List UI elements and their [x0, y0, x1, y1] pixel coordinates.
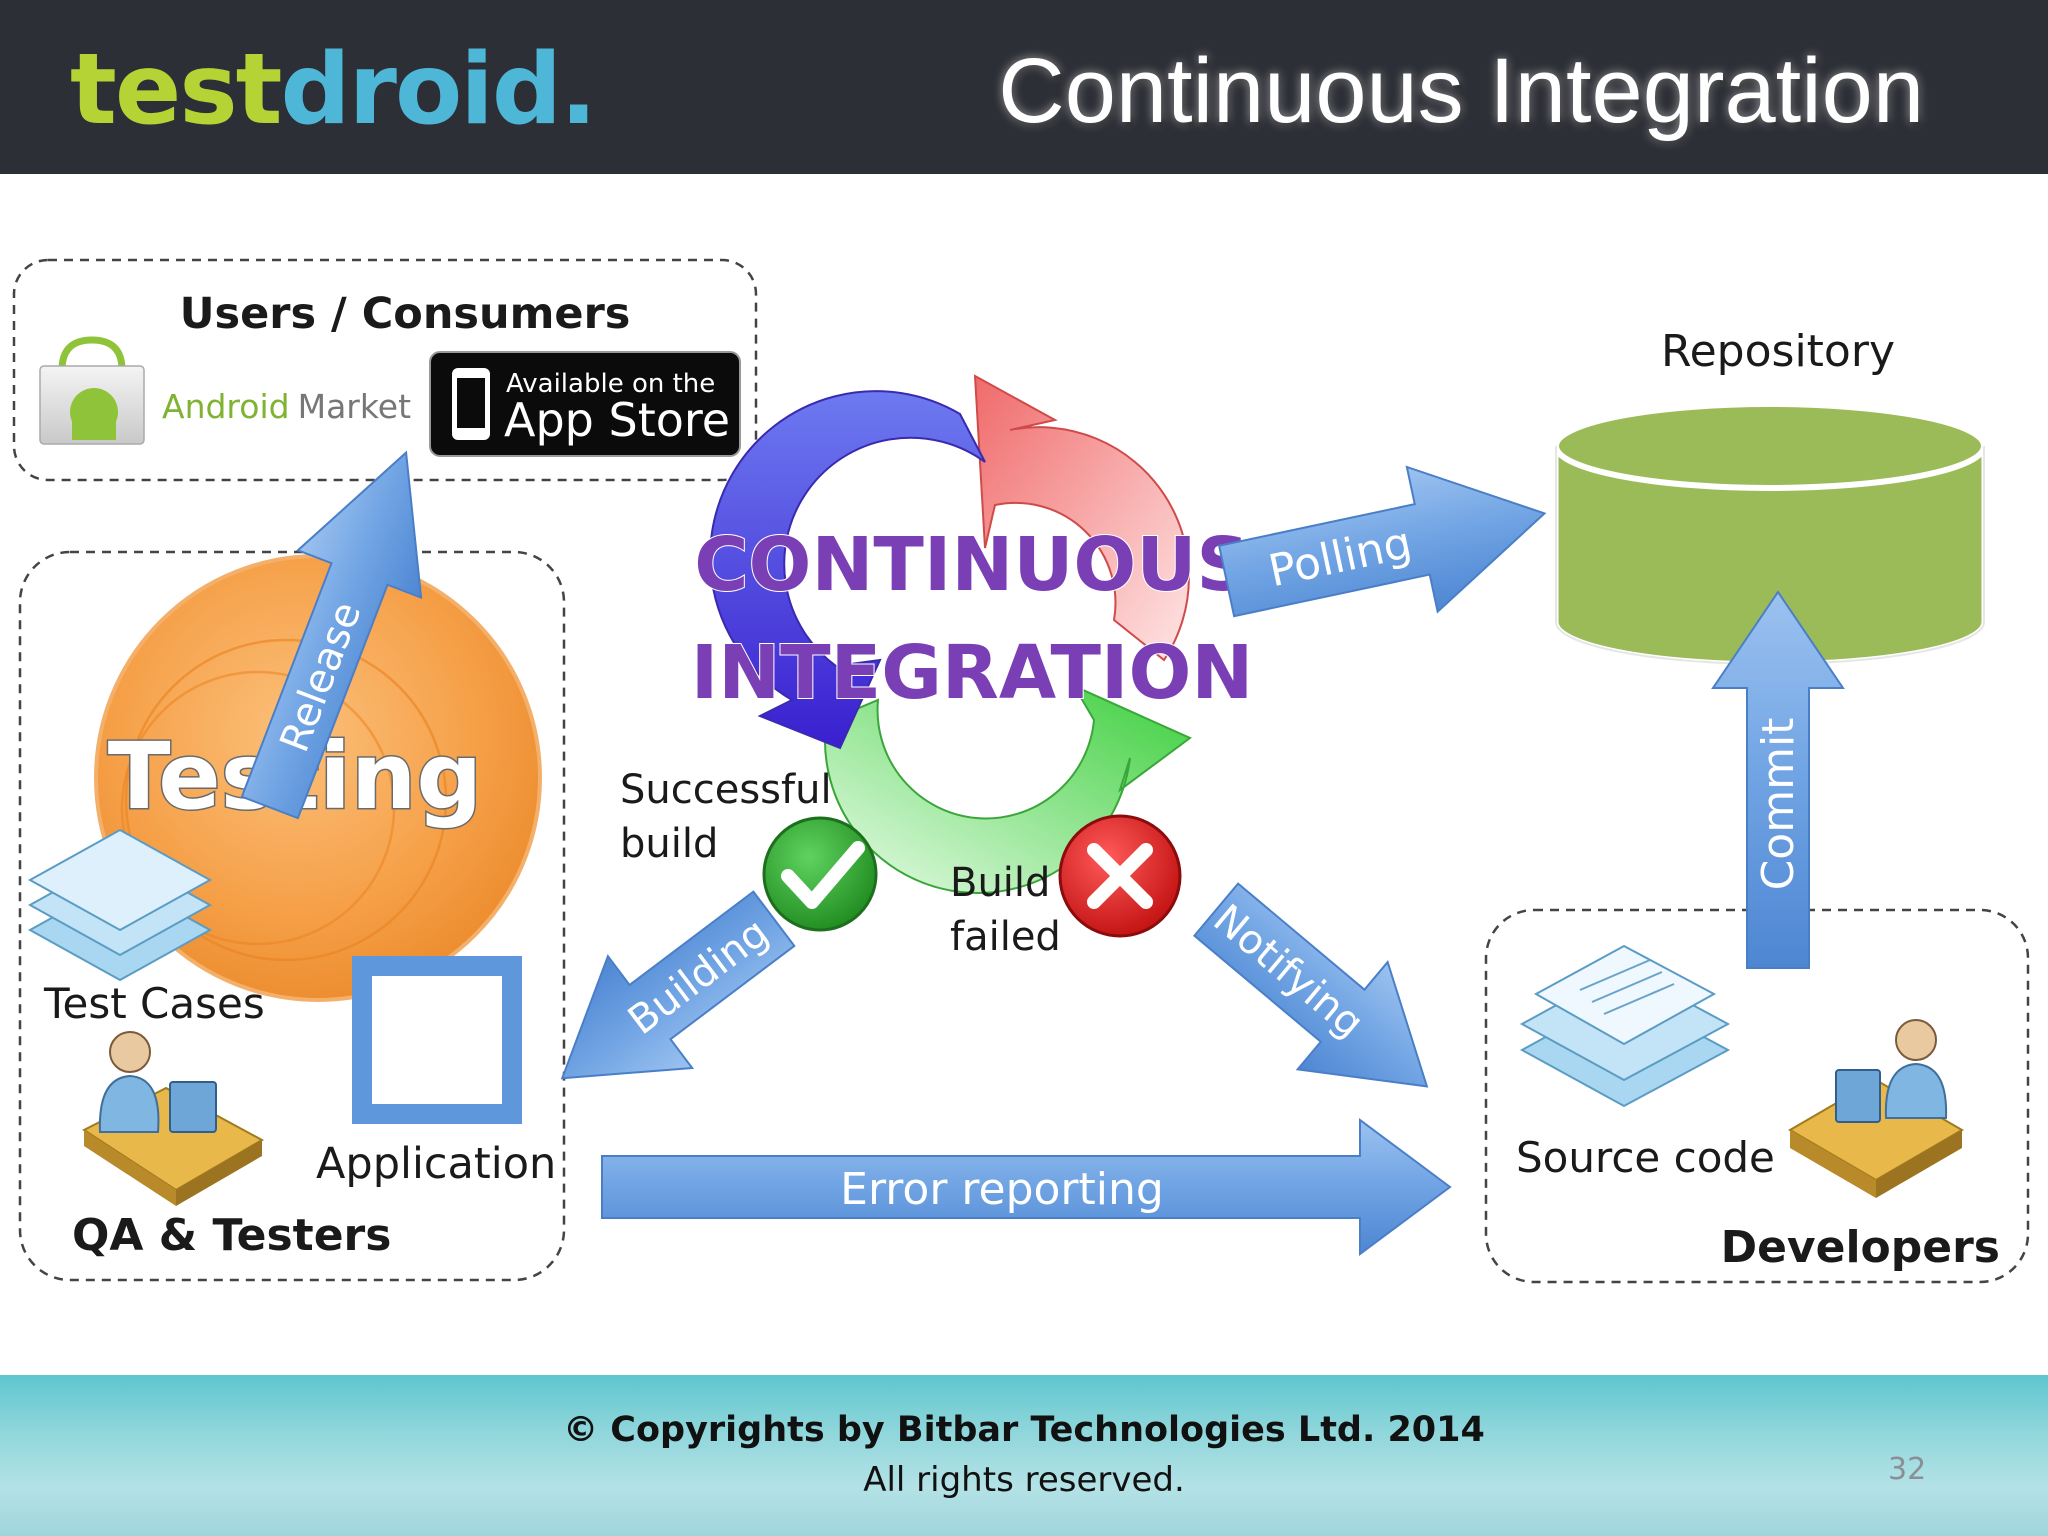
app-store-big-text: App Store	[504, 393, 730, 447]
cross-icon	[1058, 814, 1182, 938]
app-store-small-text: Available on the	[506, 369, 715, 399]
test-cases-label: Test Cases	[43, 979, 265, 1028]
ci-title-line2: INTEGRATION	[691, 630, 1254, 716]
test-cases-document-stack-icon	[27, 828, 213, 982]
slide-title: Continuous Integration	[998, 40, 1924, 142]
application-label: Application	[316, 1139, 556, 1189]
source-code-label: Source code	[1516, 1133, 1775, 1182]
commit-arrow: Commit	[1711, 590, 1845, 969]
cycle-arrows-icon	[709, 374, 1192, 895]
page-number: 32	[1888, 1452, 1927, 1487]
repository-label: Repository	[1661, 326, 1895, 377]
build-failed-line2: failed	[950, 914, 1061, 960]
rights-reserved-text: All rights reserved.	[863, 1460, 1185, 1500]
developers-group-box	[1484, 908, 2030, 1284]
market-word: Market	[298, 387, 411, 426]
error-reporting-arrow: Error reporting	[601, 1118, 1452, 1256]
repository-database-cylinder-icon[interactable]	[1553, 401, 1987, 667]
shopping-bag-icon	[39, 336, 145, 445]
qa-testers-label: QA & Testers	[72, 1210, 391, 1261]
footer-band	[0, 1375, 2048, 1536]
error-reporting-label: Error reporting	[840, 1164, 1164, 1215]
testdroid-logo: testdroid.	[70, 30, 598, 150]
developer-person-at-computer-icon	[1788, 1019, 1964, 1198]
build-failed-line1: Build	[950, 860, 1050, 906]
source-code-document-stack-icon	[1519, 944, 1731, 1108]
android-word: Android	[162, 387, 290, 426]
smartphone-icon	[452, 368, 490, 440]
logo-part-droid: droid.	[280, 33, 598, 147]
successful-build-line1: Successful	[620, 767, 832, 813]
users-group-title: Users / Consumers	[180, 289, 631, 339]
successful-build-line2: build	[620, 821, 718, 867]
polling-arrow: Polling	[1217, 465, 1547, 618]
app-store-badge[interactable]: Available on the App Store	[429, 351, 741, 457]
commit-label: Commit	[1753, 718, 1804, 891]
notifying-label: Notifying	[1205, 896, 1373, 1047]
qa-group-box	[18, 550, 566, 1282]
ci-title-line1: CONTINUOUS	[694, 522, 1249, 608]
application-window-icon	[352, 956, 522, 1124]
copyright-text: © Copyrights by Bitbar Technologies Ltd.…	[563, 1410, 1485, 1450]
developers-label: Developers	[1721, 1222, 2000, 1273]
title-bar: testdroid. Continuous Integration	[0, 0, 2048, 174]
logo-part-test: test	[70, 33, 282, 147]
qa-person-at-computer-icon	[82, 1031, 265, 1206]
checkmark-icon	[762, 816, 878, 932]
notifying-arrow: Notifying	[1192, 882, 1429, 1088]
